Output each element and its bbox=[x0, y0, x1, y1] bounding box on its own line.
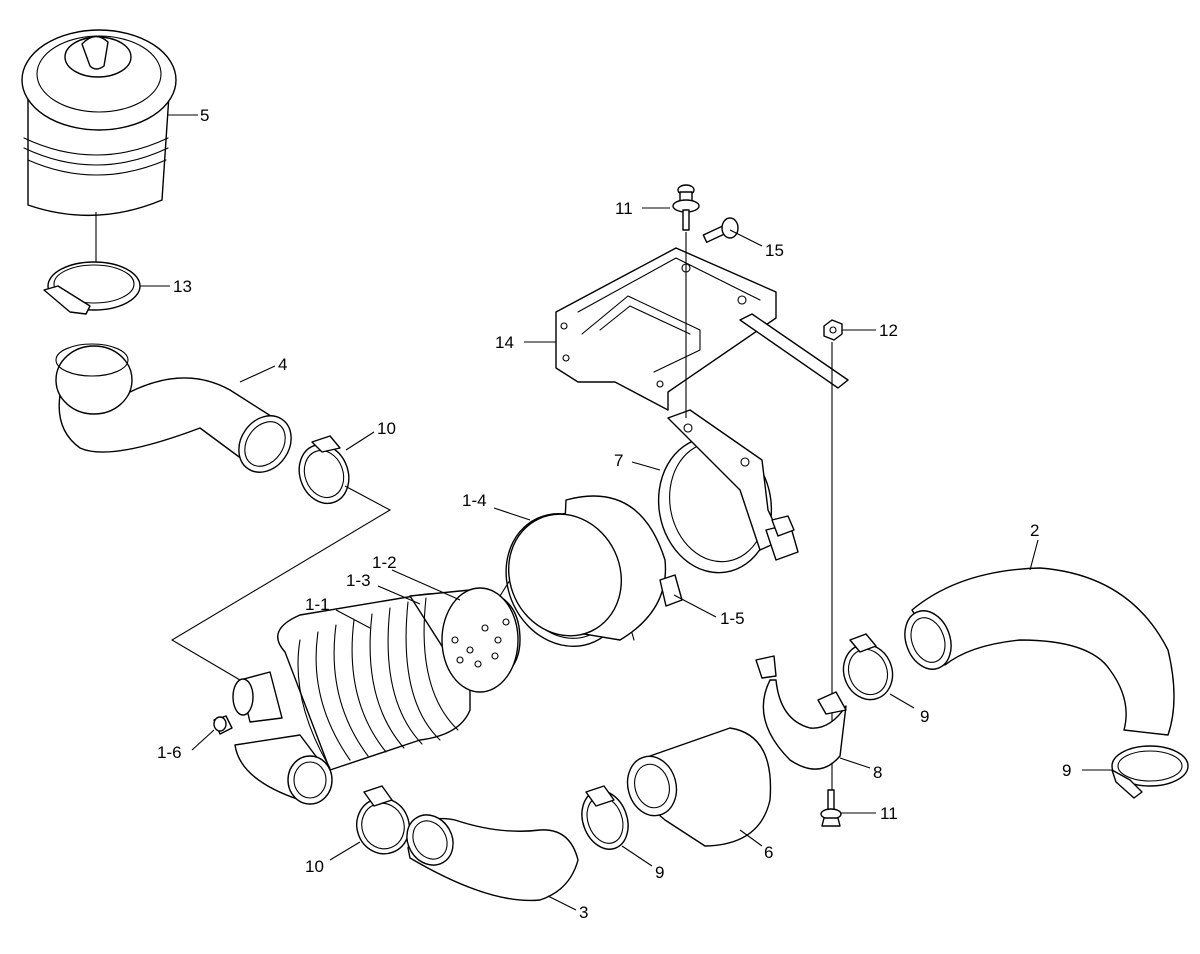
callout-4: 4 bbox=[278, 355, 287, 374]
callout-1-3: 1-3 bbox=[346, 571, 371, 590]
callout-10-upper: 10 bbox=[377, 419, 396, 438]
callout-13: 13 bbox=[173, 277, 192, 296]
callout-11-lower: 11 bbox=[880, 804, 898, 823]
callout-1-1: 1-1 bbox=[305, 595, 330, 614]
part-13-clamp bbox=[43, 261, 141, 315]
part-9-clamp-low bbox=[581, 785, 629, 850]
part-10-clamp-lower bbox=[356, 785, 410, 855]
callout-12: 12 bbox=[879, 321, 898, 340]
callout-1-6: 1-6 bbox=[157, 743, 182, 762]
part-1-air-cleaner-body bbox=[232, 587, 521, 805]
callout-9-low: 9 bbox=[655, 863, 664, 882]
callout-9-right: 9 bbox=[1062, 761, 1071, 780]
part-15-bolt bbox=[702, 217, 739, 243]
callout-1-4: 1-4 bbox=[462, 491, 487, 510]
part-5-precleaner-cap bbox=[21, 29, 177, 217]
callout-3: 3 bbox=[579, 903, 588, 922]
part-3-curved-hose bbox=[406, 814, 579, 902]
part-9-clamp-right bbox=[1111, 745, 1189, 799]
callout-2: 2 bbox=[1030, 521, 1039, 540]
part-11-bolt-upper bbox=[672, 184, 700, 231]
callout-1-2: 1-2 bbox=[372, 553, 397, 572]
part-10-clamp-upper bbox=[298, 435, 350, 505]
callout-14: 14 bbox=[495, 333, 514, 352]
part-4-elbow-hose bbox=[55, 343, 292, 473]
callout-labels: 5 13 4 10 14 11 15 12 7 1-4 1-2 1-3 1-1 … bbox=[157, 106, 1071, 922]
callout-15: 15 bbox=[765, 241, 784, 260]
callout-10-lower: 10 bbox=[305, 857, 324, 876]
part-1-6-plug bbox=[213, 715, 233, 735]
callout-8: 8 bbox=[873, 763, 882, 782]
callout-6: 6 bbox=[764, 843, 773, 862]
part-9-clamp-mid bbox=[842, 633, 894, 701]
part-8-band bbox=[755, 655, 847, 770]
leader-lines bbox=[140, 114, 1112, 911]
callout-7: 7 bbox=[614, 451, 623, 470]
part-14-mounting-bracket bbox=[555, 247, 849, 411]
part-11-bolt-lower bbox=[820, 789, 842, 827]
part-1-5-end-cap bbox=[507, 495, 683, 641]
callout-1-5: 1-5 bbox=[720, 609, 745, 628]
callout-9-mid: 9 bbox=[920, 707, 929, 726]
callout-11-upper: 11 bbox=[615, 199, 633, 218]
part-7-band-bracket bbox=[657, 409, 799, 574]
part-2-elbow-hose bbox=[904, 567, 1175, 736]
part-12-nut bbox=[823, 319, 843, 341]
callout-5: 5 bbox=[200, 106, 209, 125]
part-6-reducer bbox=[626, 727, 772, 847]
